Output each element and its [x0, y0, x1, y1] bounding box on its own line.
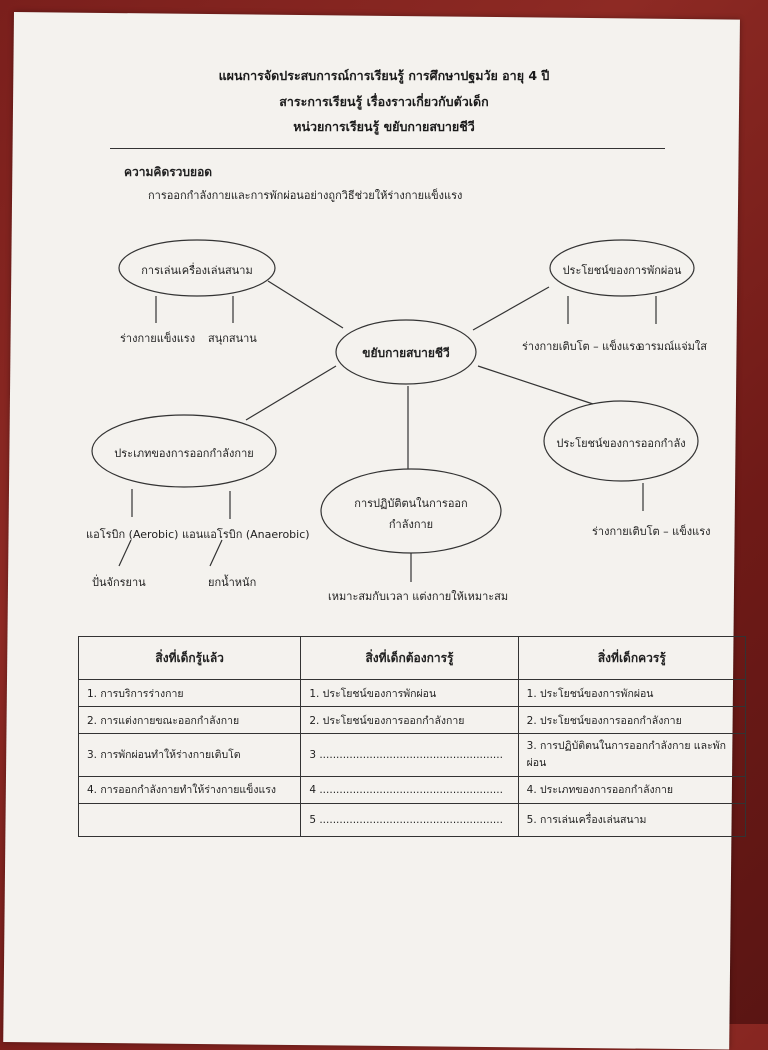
concept-heading: ความคิดรวบยอด [124, 165, 213, 179]
node-exercise-benefit-label: ประโยชน์ของการออกกำลัง [556, 437, 686, 450]
table-header-row: สิ่งที่เด็กรู้แล้ว สิ่งที่เด็กต้องการรู้… [77, 636, 747, 680]
exercise-benefit-child: ร่างกายเติบโต – แข็งแรง [592, 525, 711, 538]
node-play-label: การเล่นเครื่องเล่นสนาม [141, 264, 253, 277]
aerobic-label: แอโรบิก (Aerobic) [86, 528, 179, 541]
learning-table: สิ่งที่เด็กรู้แล้ว สิ่งที่เด็กต้องการรู้… [77, 636, 747, 837]
table-cell: 1. ประโยชน์ของการพักผ่อน [300, 679, 519, 707]
table-cell: 5. การเล่นเครื่องเล่นสนาม [517, 802, 747, 837]
col-want-to-know: สิ่งที่เด็กต้องการรู้ [300, 636, 519, 680]
table-cell: 3. การปฏิบัติตนในการออกกำลังกาย และพักผ่… [517, 733, 747, 777]
table-cell: 5 ......................................… [300, 802, 519, 837]
node-exercise-types-label: ประเภทของการออกกำลังกาย [114, 447, 254, 460]
node-rest-ellipse [549, 239, 695, 297]
table-cell: 2. ประโยชน์ของการออกกำลังกาย [517, 706, 747, 734]
table-cell: 3 ......................................… [300, 733, 519, 777]
table-cell: 4. การออกกำลังกายทำให้ร่างกายแข็งแรง [77, 775, 302, 804]
anaerobic-example: ยกน้ำหนัก [208, 576, 257, 589]
anaerobic-label: แอนแอโรบิก (Anaerobic) [182, 528, 310, 541]
aerobic-example: ปั่นจักรยาน [92, 576, 146, 589]
document-title: แผนการจัดประสบการณ์การเรียนรู้ การศึกษาป… [218, 68, 550, 83]
node-practice-label-1: การปฏิบัติตนในการออก [354, 497, 468, 510]
play-child-strong: ร่างกายแข็งแรง [120, 332, 196, 345]
table-row: 3. การพักผ่อนทำให้ร่างกายเติบโต 3 ......… [77, 733, 747, 777]
play-child-fun: สนุกสนาน [208, 332, 257, 345]
rest-child-mood: อารมณ์แจ่มใส [638, 340, 708, 353]
table-cell [77, 802, 302, 837]
rest-child-growth: ร่างกายเติบโต – แข็งแรง [522, 340, 641, 353]
practice-child: เหมาะสมกับเวลา แต่งกายให้เหมาะสม [328, 590, 509, 603]
col-should-know: สิ่งที่เด็กควรรู้ [517, 636, 747, 680]
document-subject: สาระการเรียนรู้ เรื่องราวเกี่ยวกับตัวเด็… [279, 94, 489, 109]
node-practice-label-2: กำลังกาย [388, 518, 434, 531]
table-row: 2. การแต่งกายขณะออกกำลังกาย 2. ประโยชน์ข… [77, 706, 747, 734]
node-center-label: ขยับกายสบายชีวี [362, 346, 450, 360]
table-row: 1. การบริการร่างกาย 1. ประโยชน์ของการพัก… [77, 679, 747, 707]
node-center-ellipse [335, 319, 477, 385]
document-unit: หน่วยการเรียนรู้ ขยับกายสบายชีวี [293, 119, 475, 134]
table-row: 4. การออกกำลังกายทำให้ร่างกายแข็งแรง 4 .… [77, 775, 747, 804]
header-divider [110, 148, 665, 149]
table-cell: 2. ประโยชน์ของการออกกำลังกาย [300, 706, 519, 734]
table-cell: 1. ประโยชน์ของการพักผ่อน [517, 679, 747, 707]
table-cell: 3. การพักผ่อนทำให้ร่างกายเติบโต [77, 733, 302, 777]
node-exercise-types-ellipse [91, 414, 277, 488]
concept-text: การออกกำลังกายและการพักผ่อนอย่างถูกวิธีช… [148, 189, 463, 202]
table-row: 5 ......................................… [77, 802, 747, 837]
table-cell: 4. ประเภทของการออกกำลังกาย [517, 775, 747, 804]
node-play-ellipse [118, 239, 276, 297]
table-cell: 2. การแต่งกายขณะออกกำลังกาย [77, 706, 302, 734]
col-known: สิ่งที่เด็กรู้แล้ว [77, 636, 302, 680]
table-cell: 1. การบริการร่างกาย [77, 679, 302, 707]
table-cell: 4 ......................................… [300, 775, 519, 804]
node-exercise-benefit-ellipse [543, 400, 699, 482]
node-rest-label: ประโยชน์ของการพักผ่อน [562, 264, 682, 277]
mind-map [91, 239, 699, 582]
